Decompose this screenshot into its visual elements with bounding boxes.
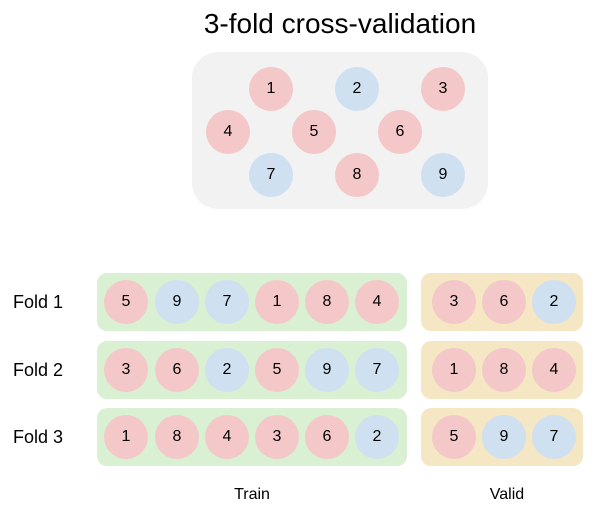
valid-item: 4 bbox=[532, 348, 576, 392]
train-item: 6 bbox=[155, 348, 199, 392]
valid-item: 7 bbox=[532, 415, 576, 459]
train-item: 7 bbox=[205, 280, 249, 324]
pool-item-4: 4 bbox=[206, 110, 250, 154]
valid-column-label: Valid bbox=[489, 486, 525, 503]
train-item: 3 bbox=[255, 415, 299, 459]
valid-item: 5 bbox=[432, 415, 476, 459]
pool-item-8: 8 bbox=[335, 153, 379, 197]
train-item: 9 bbox=[305, 348, 349, 392]
train-item: 9 bbox=[155, 280, 199, 324]
train-item: 5 bbox=[255, 348, 299, 392]
fold-label-2: Fold 2 bbox=[13, 360, 64, 380]
train-item: 1 bbox=[255, 280, 299, 324]
pool-item-3: 3 bbox=[421, 67, 465, 111]
pool-item-6: 6 bbox=[378, 110, 422, 154]
train-item: 3 bbox=[104, 348, 148, 392]
valid-item: 3 bbox=[432, 280, 476, 324]
pool-item-9: 9 bbox=[421, 153, 465, 197]
train-item: 2 bbox=[205, 348, 249, 392]
valid-item: 9 bbox=[482, 415, 526, 459]
valid-item: 1 bbox=[432, 348, 476, 392]
pool-item-5: 5 bbox=[292, 110, 336, 154]
train-item: 8 bbox=[305, 280, 349, 324]
pool-item-1: 1 bbox=[249, 67, 293, 111]
train-item: 5 bbox=[104, 280, 148, 324]
valid-item: 6 bbox=[482, 280, 526, 324]
train-item: 4 bbox=[205, 415, 249, 459]
pool-item-2: 2 bbox=[335, 67, 379, 111]
train-item: 4 bbox=[355, 280, 399, 324]
train-item: 8 bbox=[155, 415, 199, 459]
train-column-label: Train bbox=[234, 486, 270, 503]
train-item: 2 bbox=[355, 415, 399, 459]
pool-item-7: 7 bbox=[249, 153, 293, 197]
page-title: 3-fold cross-validation bbox=[203, 8, 477, 39]
train-item: 1 bbox=[104, 415, 148, 459]
valid-item: 8 bbox=[482, 348, 526, 392]
train-item: 7 bbox=[355, 348, 399, 392]
valid-item: 2 bbox=[532, 280, 576, 324]
train-item: 6 bbox=[305, 415, 349, 459]
fold-label-1: Fold 1 bbox=[13, 292, 64, 312]
fold-label-3: Fold 3 bbox=[13, 427, 64, 447]
